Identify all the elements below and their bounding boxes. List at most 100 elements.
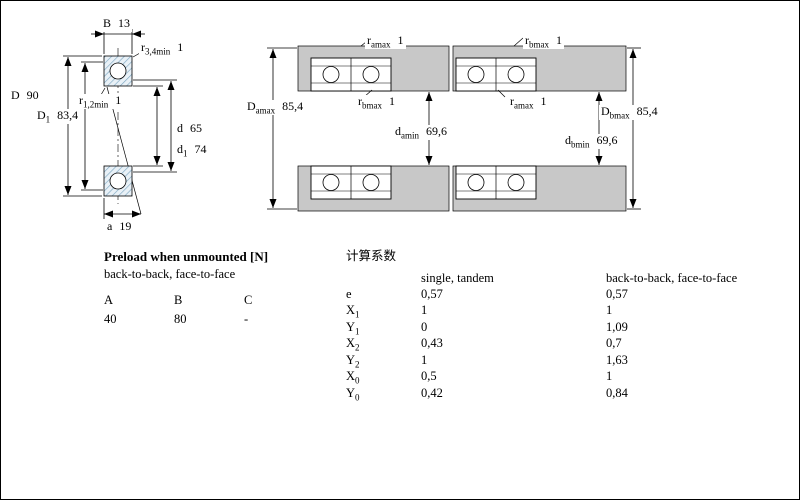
dim-subscript: bmax — [529, 39, 549, 50]
dim-value: 1 — [556, 33, 562, 47]
dim-subscript: amax — [514, 100, 534, 111]
leader-rbmax — [513, 37, 524, 47]
preload-value-A: 40 — [104, 312, 117, 326]
ball — [507, 66, 525, 83]
paired-arrangement-drawing-2 — [452, 37, 641, 212]
factor-value-paired: 1 — [606, 303, 613, 317]
dim-subscript: amax — [255, 105, 276, 116]
factor-value-single: 0,43 — [421, 336, 443, 350]
factor-symbol: X0 — [346, 369, 421, 386]
dim-label-Dbmax: Dbmax 85,4 — [599, 104, 660, 121]
dim-value: 1 — [389, 94, 395, 108]
factors-corner-cell — [346, 271, 421, 287]
dim-value: 69,6 — [426, 124, 447, 138]
factor-symbol-subscript: 0 — [355, 375, 360, 386]
factor-symbol-text: Y — [346, 385, 356, 400]
preload-title: Preload when unmounted [N] — [104, 249, 269, 264]
factor-value-paired: 1,09 — [606, 319, 628, 334]
ball-top — [109, 62, 127, 80]
factors-title: 计算系数 — [346, 249, 397, 263]
bearing-section-top — [103, 55, 133, 87]
dim-value: 74 — [194, 142, 207, 156]
dim-symbol: r — [141, 40, 145, 54]
dim-subscript: 3,4min — [145, 46, 171, 57]
factors-col1-header: single, tandem — [421, 271, 494, 285]
dim-value: 85,4 — [282, 99, 304, 113]
factor-value-single: 1 — [421, 352, 428, 367]
factor-symbol: X1 — [346, 303, 421, 320]
single-bearing-section-drawing — [63, 29, 177, 219]
factor-symbol-subscript: 1 — [355, 326, 360, 336]
dim-value: 1 — [177, 40, 184, 54]
dim-symbol: D — [601, 104, 610, 118]
dim-value: 90 — [26, 88, 39, 102]
factor-symbol: e — [346, 287, 421, 304]
factor-value-paired: 0,7 — [606, 336, 622, 350]
factor-value-single: 0,42 — [421, 385, 443, 400]
dim-value: 1 — [115, 93, 122, 107]
dim-value: 1 — [540, 94, 547, 108]
factor-symbol-text: Y — [346, 352, 356, 367]
dim-subscript: bmax — [609, 110, 630, 121]
ball — [467, 174, 485, 191]
factor-symbol-text: e — [346, 286, 352, 301]
dim-value: 19 — [119, 219, 132, 233]
factor-symbol-text: X — [346, 336, 356, 350]
factor-symbol: X2 — [346, 336, 421, 353]
dim-label-D: D 90 — [9, 88, 41, 105]
ball — [507, 174, 525, 191]
calculation-factors-table: 计算系数 single, tandem back-to-back, face-t… — [346, 249, 799, 402]
factors-grid: single, tandem back-to-back, face-to-fac… — [346, 271, 799, 402]
preload-table: Preload when unmounted [N] back-to-back,… — [104, 249, 314, 326]
dim-symbol: B — [103, 16, 112, 30]
dim-value: 13 — [118, 16, 131, 30]
dim-symbol: d — [177, 142, 183, 156]
dim-symbol: a — [107, 219, 113, 233]
preload-grid: A B C 40 80 - — [104, 294, 314, 326]
factor-symbol: Y1 — [346, 320, 421, 337]
dim-symbol: r — [79, 93, 83, 107]
leader-ramax — [497, 89, 506, 98]
preload-value-C: - — [244, 312, 249, 326]
dim-subscript: 1,2min — [83, 99, 109, 110]
factor-value-paired: 1,63 — [606, 352, 628, 367]
dim-value: 69,6 — [596, 133, 618, 147]
factor-value-single: 0,57 — [421, 286, 443, 301]
dim-symbol: D — [11, 88, 20, 102]
dim-symbol: r — [525, 33, 529, 47]
factor-value-single: 0 — [421, 319, 428, 334]
dim-label-ramax: ramax 1 — [365, 33, 406, 50]
ball — [362, 66, 380, 83]
factor-symbol-text: Y — [346, 319, 356, 334]
dim-symbol: d — [177, 121, 183, 135]
dim-value: 85,4 — [636, 104, 658, 118]
dim-subscript: amin — [401, 130, 419, 141]
factor-symbol-subscript: 1 — [355, 309, 360, 320]
dim-subscript: bmax — [362, 100, 382, 111]
dim-value: 1 — [397, 33, 404, 47]
preload-col-header-B: B — [174, 293, 183, 307]
ball — [322, 66, 340, 83]
paired-arrangement-drawing-1 — [267, 37, 450, 212]
factor-symbol-subscript: 0 — [355, 392, 360, 402]
preload-value-B: 80 — [174, 312, 187, 326]
dim-label-a: a 19 — [105, 219, 134, 236]
dim-label-ramax-mid: ramax 1 — [508, 94, 549, 111]
factor-symbol-subscript: 2 — [355, 342, 360, 353]
dim-symbol: d — [395, 124, 401, 138]
preload-col-header-C: C — [244, 293, 253, 307]
factor-symbol-text: X — [346, 303, 356, 317]
factor-value-paired: 0,84 — [606, 385, 628, 400]
dim-subscript: bmin — [571, 139, 590, 150]
ball — [322, 174, 340, 191]
dim-symbol: r — [510, 94, 514, 108]
factor-symbol-subscript: 2 — [355, 359, 360, 369]
dim-symbol: r — [367, 33, 371, 47]
dim-subscript: amax — [371, 39, 391, 50]
dim-symbol: D — [37, 108, 46, 122]
